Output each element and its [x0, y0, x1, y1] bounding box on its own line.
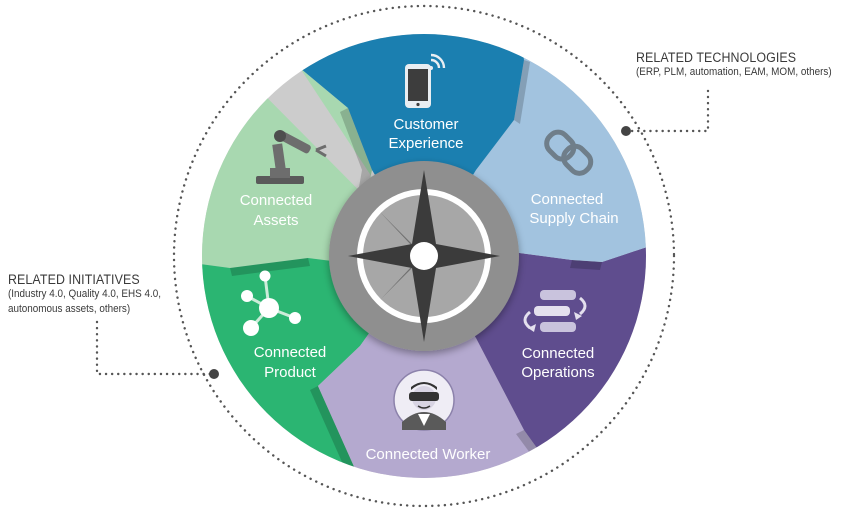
segment-customer-experience[interactable]	[300, 30, 524, 256]
initiatives-connector	[95, 320, 216, 376]
label-supply-chain-2: Supply Chain	[529, 210, 618, 227]
related-technologies-title: RELATED TECHNOLOGIES	[636, 50, 797, 65]
smartphone-wifi-icon	[405, 53, 446, 108]
worker-vr-headset-icon	[393, 369, 455, 431]
related-initiatives-line2: autonomous assets, others)	[8, 302, 131, 315]
label-customer-experience-1: Customer	[393, 116, 458, 133]
related-technologies-callout: RELATED TECHNOLOGIES (ERP, PLM, automati…	[636, 50, 849, 80]
related-initiatives-line1: (Industry 4.0, Quality 4.0, EHS 4.0,	[8, 288, 161, 300]
process-cycle-icon	[523, 290, 587, 332]
segment-connected-worker[interactable]	[318, 256, 560, 480]
label-assets-1: Connected	[240, 192, 313, 209]
label-customer-experience-2: Experience	[388, 135, 463, 152]
related-initiatives-title: RELATED INITIATIVES	[8, 272, 140, 287]
dotted-outer-ring	[172, 4, 676, 508]
network-nodes-icon	[241, 270, 301, 336]
label-operations-2: Operations	[521, 364, 594, 381]
label-worker: Connected Worker	[366, 446, 491, 463]
compass-rose-icon	[348, 170, 500, 342]
label-product-1: Connected	[254, 344, 327, 361]
technologies-connector-dot	[621, 126, 631, 136]
related-initiatives-callout: RELATED INITIATIVES (Industry 4.0, Quali…	[8, 272, 178, 316]
related-technologies-subtitle: (ERP, PLM, automation, EAM, MOM, others)	[636, 66, 832, 78]
label-assets-2: Assets	[253, 212, 298, 229]
label-product-2: Product	[264, 364, 317, 381]
robotic-arm-icon	[256, 130, 327, 184]
chain-link-icon	[544, 129, 594, 176]
initiatives-connector-dot	[209, 369, 219, 379]
technologies-connector	[624, 85, 710, 133]
label-operations-1: Connected	[522, 345, 595, 362]
label-supply-chain-1: Connected	[531, 191, 604, 208]
